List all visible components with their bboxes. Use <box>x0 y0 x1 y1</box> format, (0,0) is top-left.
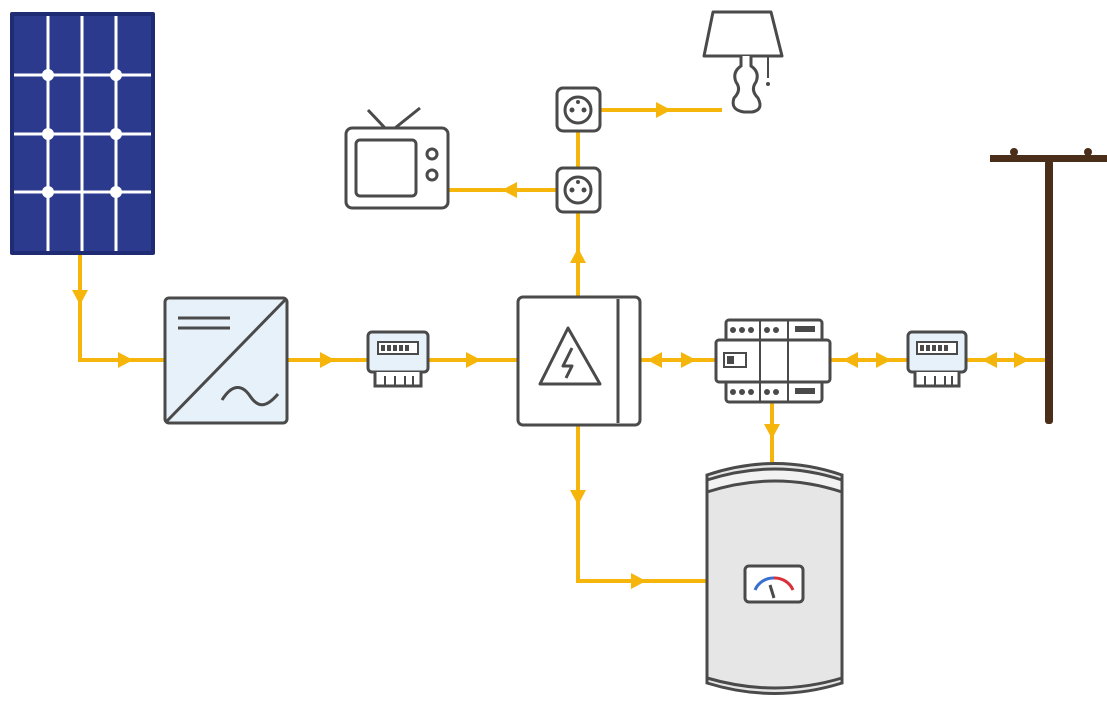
flow-arrow-right <box>876 352 891 368</box>
water-heater-icon <box>705 462 844 695</box>
wire-panel-to-inverter <box>78 255 165 362</box>
flow-arrow-left <box>982 352 997 368</box>
high-voltage-icon <box>538 326 602 386</box>
flow-arrow-down <box>764 424 780 439</box>
wires <box>72 102 1046 589</box>
grid-meter-icon <box>906 330 968 388</box>
flow-arrow-right <box>656 102 671 118</box>
flow-arrow-right <box>320 352 335 368</box>
flow-arrow-right <box>681 352 696 368</box>
tv-icon <box>344 106 450 210</box>
flow-arrow-right <box>631 573 646 589</box>
flow-arrow-down <box>72 290 88 305</box>
wire-board-to-heater <box>576 425 707 583</box>
flow-arrow-up <box>570 248 586 263</box>
distribution-board <box>516 295 642 427</box>
flow-arrow-left <box>843 352 858 368</box>
production-meter-icon <box>366 330 430 388</box>
outlet-lamp-icon <box>555 86 602 133</box>
inverter-icon <box>163 296 289 425</box>
flow-arrow-down <box>570 490 586 505</box>
utility-pole-icon <box>990 148 1107 424</box>
flow-arrow-right <box>118 352 133 368</box>
lamp-icon <box>702 10 784 114</box>
flow-arrow-left <box>647 352 662 368</box>
temperature-gauge-icon <box>743 564 805 604</box>
outlet-tv-icon <box>555 166 602 214</box>
flow-arrow-left <box>502 182 517 198</box>
solar-panel-icon <box>10 12 155 255</box>
flow-arrow-right <box>1014 352 1029 368</box>
flow-arrow-right <box>466 352 481 368</box>
circuit-breaker-icon <box>714 318 832 404</box>
